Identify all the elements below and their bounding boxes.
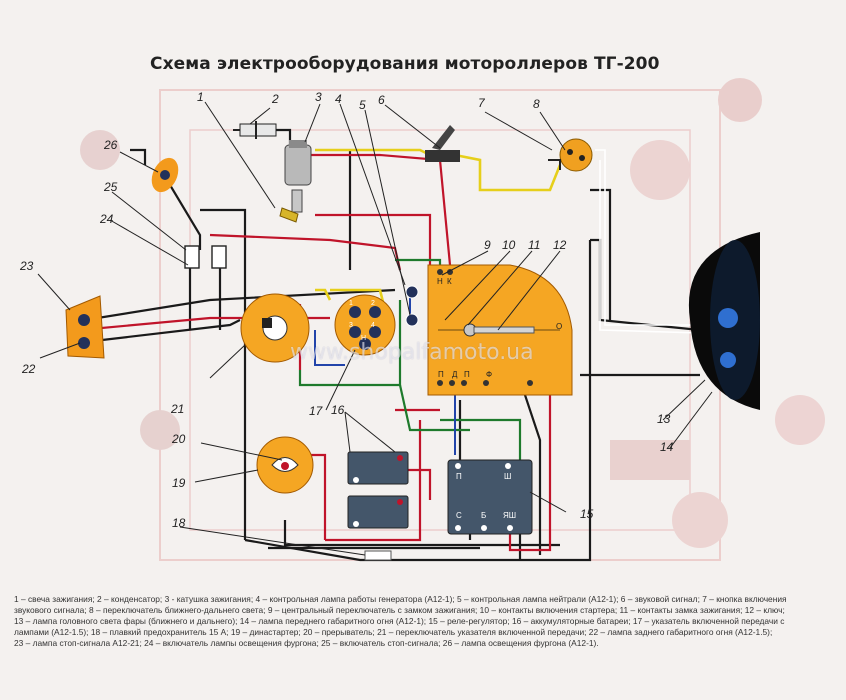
callout-10: 10 <box>502 238 516 252</box>
regulator-terminal-label: ЯШ <box>503 511 517 520</box>
switch-terminal-label: К <box>447 277 452 286</box>
callout-14: 14 <box>660 440 674 454</box>
legend-line: 23 – лампа стоп-сигнала А12-21; 24 – вкл… <box>14 638 599 648</box>
watermark: www.shopalfamoto.ua <box>290 340 534 365</box>
callout-4: 4 <box>335 92 342 106</box>
callout-8: 8 <box>533 97 540 111</box>
legend: 1 – свеча зажигания; 2 – конденсатор; 3 … <box>14 594 829 649</box>
gear-label: 3 <box>349 322 353 329</box>
callout-20: 20 <box>172 432 186 446</box>
callout-7: 7 <box>478 96 485 110</box>
callout-11: 11 <box>528 238 541 252</box>
gear-indicator <box>334 294 396 356</box>
switch-terminal-label: Д <box>452 370 458 379</box>
regulator-terminal-label: С <box>456 511 462 520</box>
relay-regulator <box>447 459 533 535</box>
regulator-terminal-label: Ш <box>504 472 512 481</box>
switch-terminal-label: П <box>438 370 444 379</box>
callout-25: 25 <box>104 180 118 194</box>
white-wires <box>595 149 701 334</box>
callout-18: 18 <box>172 516 186 530</box>
callout-12: 12 <box>553 238 567 252</box>
callout-26: 26 <box>104 138 118 152</box>
green-wires <box>298 258 522 460</box>
callout-6: 6 <box>378 93 385 107</box>
regulator-terminal-label: П <box>456 472 462 481</box>
gear-label: 2 <box>371 300 375 307</box>
switches-24-25 <box>184 245 227 269</box>
background-faint-drawing <box>80 78 825 561</box>
dynastarter <box>256 436 314 494</box>
callout-9: 9 <box>484 238 491 252</box>
gear-label: Н <box>361 335 367 342</box>
ignition-coil <box>284 140 312 186</box>
black-wires <box>84 128 701 562</box>
control-lamps <box>405 285 419 327</box>
callout-19: 19 <box>172 476 186 490</box>
callout-17: 17 <box>309 404 323 418</box>
callout-1: 1 <box>197 90 204 104</box>
gear-label: 4 <box>371 322 375 329</box>
switch-terminal-label: О <box>556 322 563 331</box>
callout-22: 22 <box>22 362 36 376</box>
callout-16: 16 <box>331 403 345 417</box>
callout-24: 24 <box>100 212 114 226</box>
headlight <box>688 232 760 410</box>
callout-23: 23 <box>20 259 34 273</box>
callout-5: 5 <box>359 98 366 112</box>
gear-label: 1 <box>349 300 353 307</box>
legend-line: лампами (А12-1.5); 18 – плавкий предохра… <box>14 627 773 637</box>
horn <box>425 125 460 162</box>
cargo-lamp <box>151 157 179 193</box>
callout-3: 3 <box>315 90 322 104</box>
callout-15: 15 <box>580 507 594 521</box>
condenser <box>233 121 277 139</box>
central-switch <box>427 264 573 396</box>
tail-light <box>65 295 105 359</box>
spark-plug <box>279 189 303 223</box>
gear-indicator-switch <box>240 293 310 363</box>
callout-2: 2 <box>272 92 279 106</box>
leader-lines <box>37 101 713 556</box>
callout-13: 13 <box>657 412 671 426</box>
fuse <box>364 550 392 561</box>
callout-21: 21 <box>171 402 185 416</box>
legend-line: 1 – свеча зажигания; 2 – конденсатор; 3 … <box>14 594 787 604</box>
batteries <box>347 451 409 529</box>
switch-terminal-label: Н <box>437 277 443 286</box>
regulator-terminal-label: Б <box>481 511 487 520</box>
diagram-title: Схема электрооборудования мотороллеров Т… <box>150 54 660 74</box>
legend-line: звукового сигнала; 8 – переключатель бли… <box>14 605 785 615</box>
switch-terminal-label: Ф <box>486 370 493 379</box>
legend-line: 13 – лампа головного света фары (ближнег… <box>14 616 785 626</box>
beam-switch <box>548 138 593 172</box>
switch-terminal-label: П <box>464 370 470 379</box>
